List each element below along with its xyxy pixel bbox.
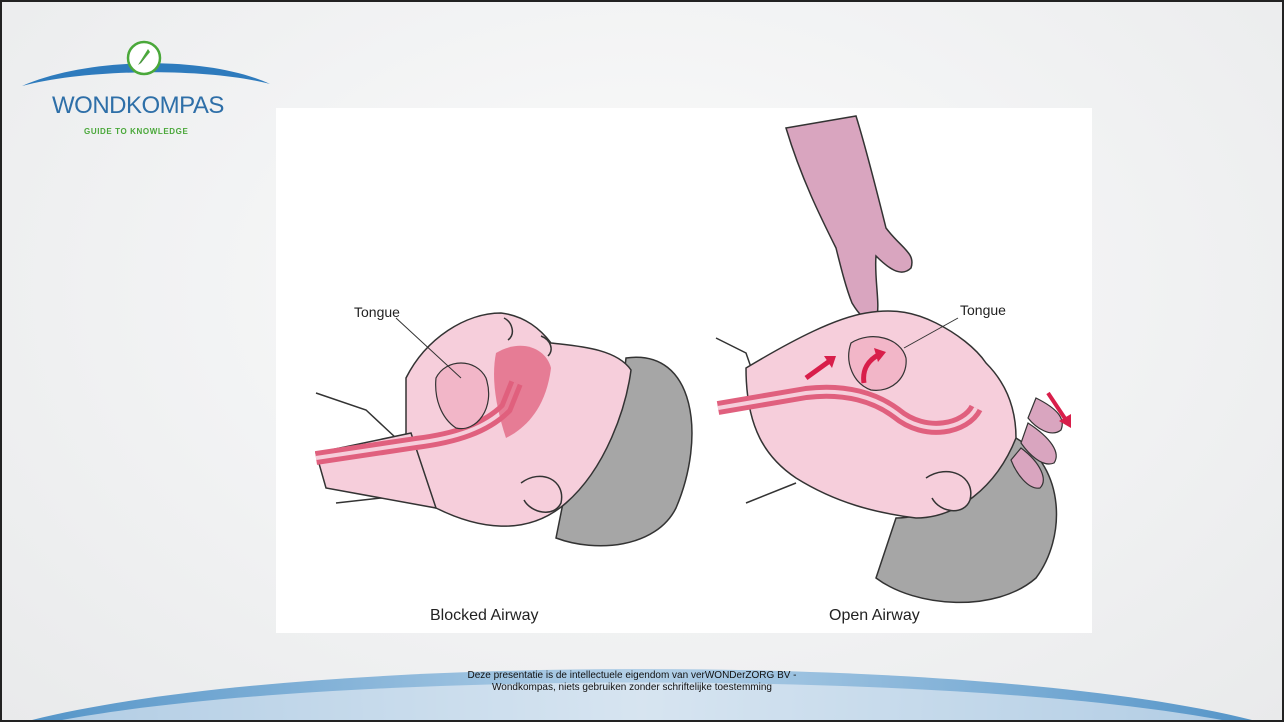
blocked-airway-figure	[316, 313, 692, 546]
open-airway-figure	[716, 116, 1071, 602]
caption-blocked-airway: Blocked Airway	[430, 607, 539, 625]
compass-icon	[124, 38, 164, 78]
airway-drawing	[276, 108, 1092, 633]
footer-copyright-notice: Deze presentatie is de intellectuele eig…	[352, 670, 912, 694]
logo-tagline: GUIDE TO KNOWLEDGE	[84, 127, 188, 136]
wondkompas-logo: WONDKOMPAS GUIDE TO KNOWLEDGE	[20, 38, 280, 148]
footer-line-2: Wondkompas, niets gebruiken zonder schri…	[352, 682, 912, 694]
airway-illustration: Tongue Tongue Blocked Airway Open Airway	[276, 108, 1092, 633]
logo-wordmark: WONDKOMPAS	[52, 92, 224, 120]
caption-open-airway: Open Airway	[829, 607, 920, 625]
footer-line-1: Deze presentatie is de intellectuele eig…	[352, 670, 912, 682]
tongue-label-blocked: Tongue	[354, 304, 400, 320]
tongue-label-open: Tongue	[960, 302, 1006, 318]
